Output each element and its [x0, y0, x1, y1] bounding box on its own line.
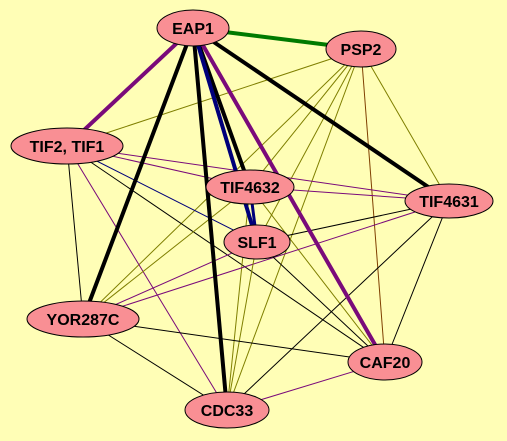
node-psp2[interactable]: PSP2 — [325, 30, 397, 68]
edge-slf1-cdc33 — [226, 241, 258, 411]
node-eap1[interactable]: EAP1 — [156, 9, 230, 47]
node-label: CAF20 — [360, 355, 411, 372]
edge-psp2-slf1 — [256, 48, 362, 243]
edge-tif2-yor287c — [66, 145, 84, 320]
node-shape — [205, 169, 295, 205]
node-tif4632[interactable]: TIF4632 — [205, 169, 295, 205]
node-label: TIF4631 — [419, 194, 479, 211]
edge-psp2-tif4632 — [249, 48, 362, 188]
edge-tif4632-caf20 — [249, 186, 386, 363]
node-caf20[interactable]: CAF20 — [347, 343, 423, 381]
node-shape — [10, 127, 124, 165]
node-shape — [325, 30, 397, 68]
node-label: CDC33 — [201, 403, 254, 420]
edge-tif4631-caf20 — [384, 200, 450, 363]
node-yor287c[interactable]: YOR287C — [26, 300, 140, 338]
edge-tif4632-yor287c — [82, 186, 251, 320]
edge-eap1-cdc33 — [191, 26, 229, 412]
edge-psp2-tif4631 — [360, 48, 450, 202]
node-label: TIF4632 — [220, 180, 280, 197]
edge-tif4631-cdc33 — [226, 200, 450, 411]
edge-tif2-slf1 — [66, 145, 258, 243]
node-tif4631[interactable]: TIF4631 — [404, 183, 494, 219]
node-label: TIF2, TIF1 — [30, 139, 105, 156]
edge-eap1-yor287c — [81, 26, 195, 321]
node-shape — [26, 300, 140, 338]
edge-tif2-caf20 — [66, 145, 386, 363]
edge-tif4631-yor287c — [82, 200, 450, 320]
node-shape — [184, 391, 270, 429]
edge-eap1-tif2 — [65, 26, 195, 148]
node-label: YOR287C — [47, 312, 120, 329]
edge-psp2-cdc33 — [226, 48, 362, 411]
edge-psp2-caf20 — [360, 48, 386, 363]
node-cdc33[interactable]: CDC33 — [184, 391, 270, 429]
edge-tif4632-cdc33 — [226, 186, 251, 411]
node-label: SLF1 — [237, 235, 276, 252]
node-shape — [223, 224, 291, 260]
node-tif2[interactable]: TIF2, TIF1 — [10, 127, 124, 165]
edge-tif2-cdc33 — [66, 145, 228, 411]
node-shape — [347, 343, 423, 381]
node-label: EAP1 — [172, 21, 214, 38]
node-slf1[interactable]: SLF1 — [223, 224, 291, 260]
edge-eap1-slf1 — [191, 26, 259, 244]
edge-slf1-caf20 — [256, 241, 386, 363]
node-label: PSP2 — [341, 42, 382, 59]
node-shape — [404, 183, 494, 219]
node-shape — [156, 9, 230, 47]
edge-eap1-tif4631 — [191, 26, 451, 203]
